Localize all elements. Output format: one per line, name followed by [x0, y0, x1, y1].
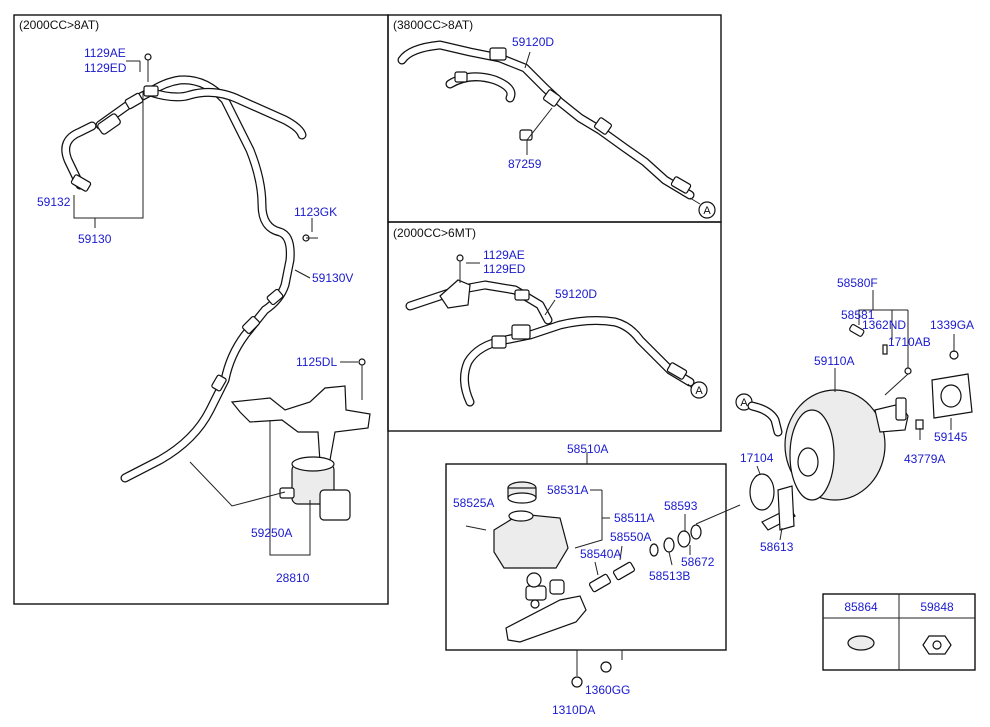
master-cylinder-assembly	[465, 452, 741, 688]
label-58511A: 58511A	[614, 511, 654, 525]
label-1129ED-left: 1129ED	[84, 61, 127, 75]
label-28810: 28810	[276, 571, 310, 585]
left-vacuum-hose-assembly	[61, 53, 371, 521]
legend-table: 85864 59848	[822, 593, 976, 671]
mid-right-hose-assembly	[405, 254, 695, 407]
svg-text:A: A	[740, 397, 748, 409]
label-59130V: 59130V	[312, 271, 353, 285]
cap-plug-part	[847, 635, 875, 651]
label-58525A: 58525A	[453, 496, 494, 510]
master-cylinder-body	[505, 595, 587, 643]
label-59145: 59145	[934, 430, 968, 444]
label-1129AE-mid: 1129AE	[483, 248, 525, 262]
label-58593: 58593	[664, 499, 698, 513]
connector-A-mid: A	[690, 381, 708, 399]
reservoir-part	[493, 513, 569, 569]
label-87259: 87259	[508, 157, 542, 171]
label-1125DL: 1125DL	[296, 355, 337, 369]
mid-right-panel-frame	[387, 221, 722, 432]
svg-text:A: A	[695, 385, 703, 397]
label-59110A: 59110A	[814, 354, 854, 368]
connector-A-top: A	[698, 201, 716, 219]
label-1339GA: 1339GA	[930, 318, 974, 332]
left-panel-header: (2000CC>8AT)	[19, 18, 99, 32]
top-right-panel-header: (3800CC>8AT)	[393, 18, 473, 32]
label-17104: 17104	[740, 451, 774, 465]
label-59130: 59130	[78, 232, 112, 246]
label-1129ED-mid: 1129ED	[483, 262, 526, 276]
label-58540A: 58540A	[580, 547, 621, 561]
legend-col2-label: 59848	[920, 600, 954, 614]
label-59120D-top: 59120D	[512, 35, 554, 49]
label-1710AB: 1710AB	[888, 335, 931, 349]
label-58531A: 58531A	[547, 483, 588, 497]
label-1123GK: 1123GK	[294, 205, 337, 219]
left-panel-leaders	[73, 60, 358, 556]
label-1310DA: 1310DA	[552, 703, 595, 717]
label-58672: 58672	[681, 555, 715, 569]
label-58550A: 58550A	[610, 530, 651, 544]
svg-text:A: A	[703, 205, 711, 217]
brake-booster-assembly: A	[735, 290, 973, 541]
mid-right-panel-header: (2000CC>6MT)	[393, 226, 476, 240]
label-59250A: 59250A	[251, 526, 292, 540]
label-43779A: 43779A	[904, 452, 945, 466]
label-58513B: 58513B	[649, 569, 690, 583]
top-right-hose-assembly	[397, 40, 701, 205]
label-59132: 59132	[37, 195, 71, 209]
label-58510A: 58510A	[567, 442, 608, 456]
label-1360GG: 1360GG	[585, 683, 630, 697]
label-58581: 58581	[841, 308, 875, 322]
label-59120D-mid: 59120D	[555, 287, 597, 301]
label-1362ND: 1362ND	[862, 318, 906, 332]
label-58580F: 58580F	[837, 276, 878, 290]
label-1129AE-left: 1129AE	[84, 46, 126, 60]
booster-seal-part	[749, 473, 775, 511]
legend-col1-label: 85864	[844, 600, 878, 614]
label-58613: 58613	[760, 540, 794, 554]
